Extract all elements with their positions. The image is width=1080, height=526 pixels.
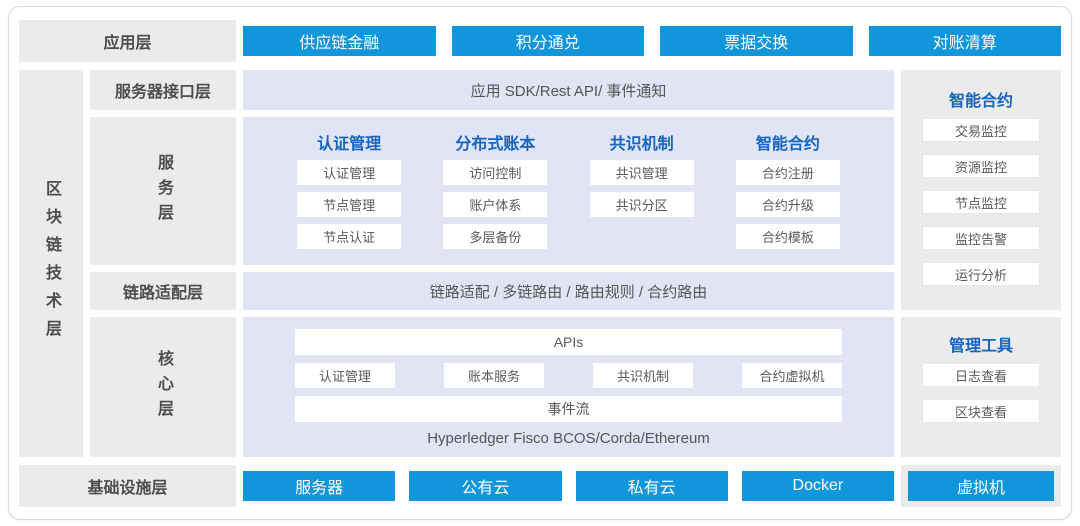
platforms-caption: Hyperledger Fisco BCOS/Corda/Ethereum bbox=[427, 430, 710, 447]
monitor-item: 资源监控 bbox=[922, 154, 1040, 178]
infra-block-docker: Docker bbox=[741, 471, 894, 501]
infra-layer-label: 基础设施层 bbox=[19, 465, 236, 507]
app-layer-buttons: 供应链金融 积分通兑 票据交换 对账清算 bbox=[243, 20, 1061, 62]
monitor-item: 监控告警 bbox=[922, 226, 1040, 250]
app-block-reconciliation: 对账清算 bbox=[868, 26, 1061, 56]
sidebar-monitor-panel: 智能合约 交易监控 资源监控 节点监控 监控告警 运行分析 bbox=[901, 70, 1061, 310]
service-item: 访问控制 bbox=[443, 160, 548, 185]
service-item: 节点管理 bbox=[297, 192, 402, 217]
app-layer-row: 应用层 供应链金融 积分通兑 票据交换 对账清算 bbox=[19, 20, 1061, 62]
service-column-auth: 认证管理 认证管理 节点管理 节点认证 bbox=[285, 130, 413, 256]
infra-vm-cell: 虚拟机 bbox=[901, 465, 1061, 507]
service-item: 合约注册 bbox=[735, 160, 840, 185]
app-block-bill-exchange: 票据交换 bbox=[660, 26, 853, 56]
app-block-points-exchange: 积分通兑 bbox=[451, 26, 644, 56]
infra-block-server: 服务器 bbox=[243, 471, 396, 501]
interface-layer-band: 应用 SDK/Rest API/ 事件通知 bbox=[243, 70, 894, 110]
tech-layer-vertical-label-text: 区块链技术层 bbox=[43, 179, 60, 348]
service-item: 共识管理 bbox=[589, 160, 694, 185]
core-module: 共识机制 bbox=[593, 363, 693, 388]
infra-block-vm: 虚拟机 bbox=[908, 471, 1054, 501]
service-column-header: 认证管理 bbox=[317, 136, 382, 153]
link-layer-band: 链路适配 / 多链路由 / 路由规则 / 合约路由 bbox=[243, 272, 894, 310]
monitor-item: 交易监控 bbox=[922, 118, 1040, 142]
service-item: 账户体系 bbox=[443, 192, 548, 217]
monitor-item: 运行分析 bbox=[922, 262, 1040, 286]
architecture-diagram-card: 应用层 供应链金融 积分通兑 票据交换 对账清算 区块链技术层 服务器接口层 服… bbox=[8, 6, 1072, 520]
core-module: 合约虚拟机 bbox=[742, 363, 842, 388]
link-layer-label: 链路适配层 bbox=[90, 272, 236, 310]
sidebar-monitor-title: 智能合约 bbox=[948, 93, 1013, 110]
service-layer-label-text: 服务层 bbox=[155, 153, 172, 229]
core-module: 账本服务 bbox=[444, 363, 544, 388]
infra-block-private-cloud: 私有云 bbox=[575, 471, 728, 501]
infra-layer-buttons: 服务器 公有云 私有云 Docker bbox=[243, 465, 894, 507]
tools-item: 区块查看 bbox=[922, 399, 1040, 423]
service-column-ledger: 分布式账本 访问控制 账户体系 多层备份 bbox=[431, 130, 559, 256]
tech-layer-vertical-label: 区块链技术层 bbox=[19, 70, 83, 457]
service-item: 认证管理 bbox=[297, 160, 402, 185]
service-column-header: 共识机制 bbox=[609, 136, 674, 153]
service-column-header: 分布式账本 bbox=[455, 136, 536, 153]
interface-layer-label: 服务器接口层 bbox=[90, 70, 236, 110]
core-modules-row: 认证管理 账本服务 共识机制 合约虚拟机 bbox=[295, 363, 842, 388]
app-block-supply-chain-finance: 供应链金融 bbox=[243, 26, 436, 56]
core-layer-panel: APIs 认证管理 账本服务 共识机制 合约虚拟机 事件流 Hyperledge… bbox=[243, 317, 894, 457]
apis-bar: APIs bbox=[295, 329, 842, 355]
service-item: 共识分区 bbox=[589, 192, 694, 217]
sidebar-tools-title: 管理工具 bbox=[948, 338, 1013, 355]
service-item: 节点认证 bbox=[297, 224, 402, 249]
service-column-consensus: 共识机制 共识管理 共识分区 bbox=[578, 130, 706, 256]
service-item: 合约模板 bbox=[735, 224, 840, 249]
core-layer-label-text: 核心层 bbox=[155, 349, 172, 425]
infra-block-public-cloud: 公有云 bbox=[409, 471, 562, 501]
service-item: 多层备份 bbox=[443, 224, 548, 249]
infra-layer-row: 基础设施层 服务器 公有云 私有云 Docker 虚拟机 bbox=[19, 465, 1061, 507]
sidebar-tools-panel: 管理工具 日志查看 区块查看 bbox=[901, 317, 1061, 457]
tools-item: 日志查看 bbox=[922, 363, 1040, 387]
service-column-header: 智能合约 bbox=[755, 136, 820, 153]
service-layer-label: 服务层 bbox=[90, 117, 236, 265]
core-module: 认证管理 bbox=[295, 363, 395, 388]
tech-layer-section: 区块链技术层 服务器接口层 服务层 链路适配层 核心层 应用 SDK/Rest … bbox=[19, 70, 1061, 457]
app-layer-label: 应用层 bbox=[19, 20, 236, 62]
service-layer-panel: 认证管理 认证管理 节点管理 节点认证 分布式账本 访问控制 账户体系 多层备份… bbox=[243, 117, 894, 265]
service-column-smart-contract: 智能合约 合约注册 合约升级 合约模板 bbox=[724, 130, 852, 256]
service-item: 合约升级 bbox=[735, 192, 840, 217]
core-layer-label: 核心层 bbox=[90, 317, 236, 457]
monitor-item: 节点监控 bbox=[922, 190, 1040, 214]
event-stream-bar: 事件流 bbox=[295, 396, 842, 422]
